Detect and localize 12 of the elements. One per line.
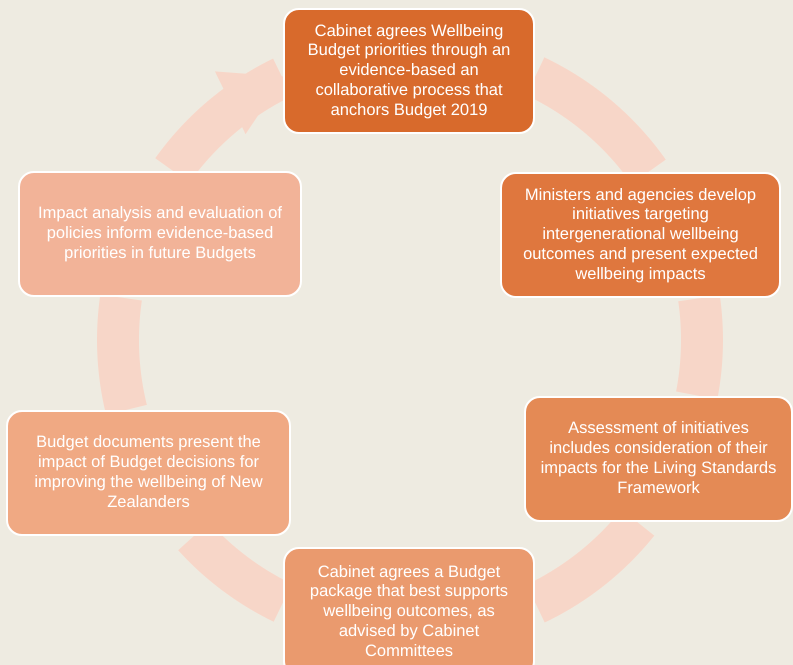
process-box <box>500 172 781 298</box>
step-text: Impact analysis and evaluation of policies inform evidence-based priorities in future Budgets <box>37 204 283 264</box>
process-box <box>283 8 535 134</box>
step-text: Assessment of initiatives includes consideration of their impacts for the Living Standards Framework <box>540 419 778 499</box>
process-box <box>283 547 535 665</box>
process-box <box>524 396 793 522</box>
step-text: Cabinet agrees a Budget package that best supports wellbeing outcomes, as advised by Cabinet Committees <box>308 562 510 662</box>
step-text: Cabinet agrees Wellbeing Budget priorities through an evidence-based an collaborative process that anchors Budget 2019 <box>306 22 512 120</box>
process-box <box>18 171 302 297</box>
process-box <box>6 410 291 536</box>
step-text: Ministers and agencies develop initiatives targeting intergenerational wellbeing outcomes and present expected wellbeing impacts <box>522 186 759 284</box>
step-text: Budget documents present the impact of Budget decisions for improving the wellbeing of New Zealanders <box>33 433 264 513</box>
